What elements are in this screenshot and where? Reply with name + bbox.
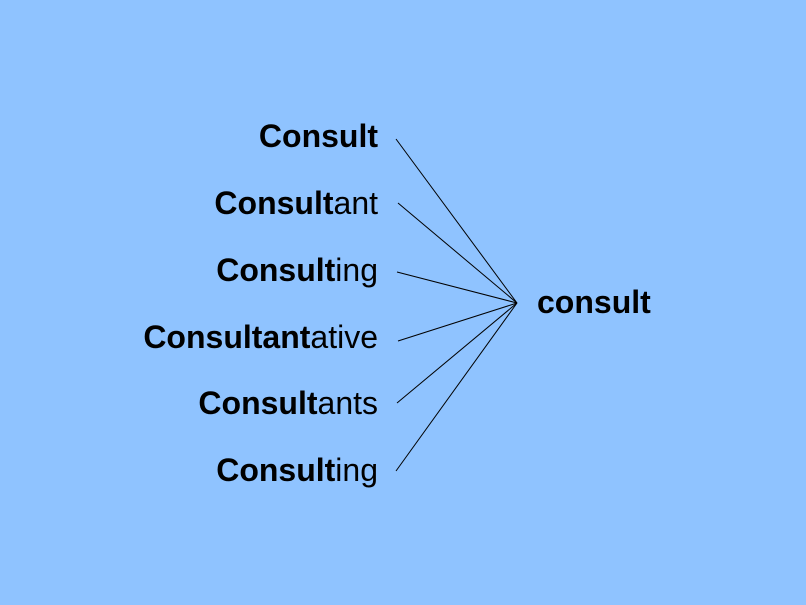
variant-suffix: ative [310,319,378,355]
variant-word: Consulting [216,452,378,488]
variant-stem: Consultant [143,319,311,355]
root-word: consult [537,284,651,320]
variant-stem: Consult [214,185,334,221]
connector-line [395,138,518,304]
variant-suffix: ants [317,385,378,421]
variant-word: Consultant [214,185,378,221]
connector-line [397,302,518,342]
variant-word: Consult [259,118,378,154]
variant-suffix: ing [335,452,378,488]
variant-stem: Consult [216,252,336,288]
variant-suffix: ing [335,252,378,288]
connector-line [396,271,518,304]
variant-stem: Consult [216,452,336,488]
connector-line [395,302,518,472]
connector-line [397,202,518,304]
variant-stem: Consult [198,385,318,421]
variant-stem: Consult [258,118,378,154]
variant-word: Consultants [198,385,378,421]
variant-word: Consulting [216,252,378,288]
variant-suffix: ant [333,185,378,221]
variant-word: Consultantative [143,319,378,355]
connector-line [396,302,518,404]
